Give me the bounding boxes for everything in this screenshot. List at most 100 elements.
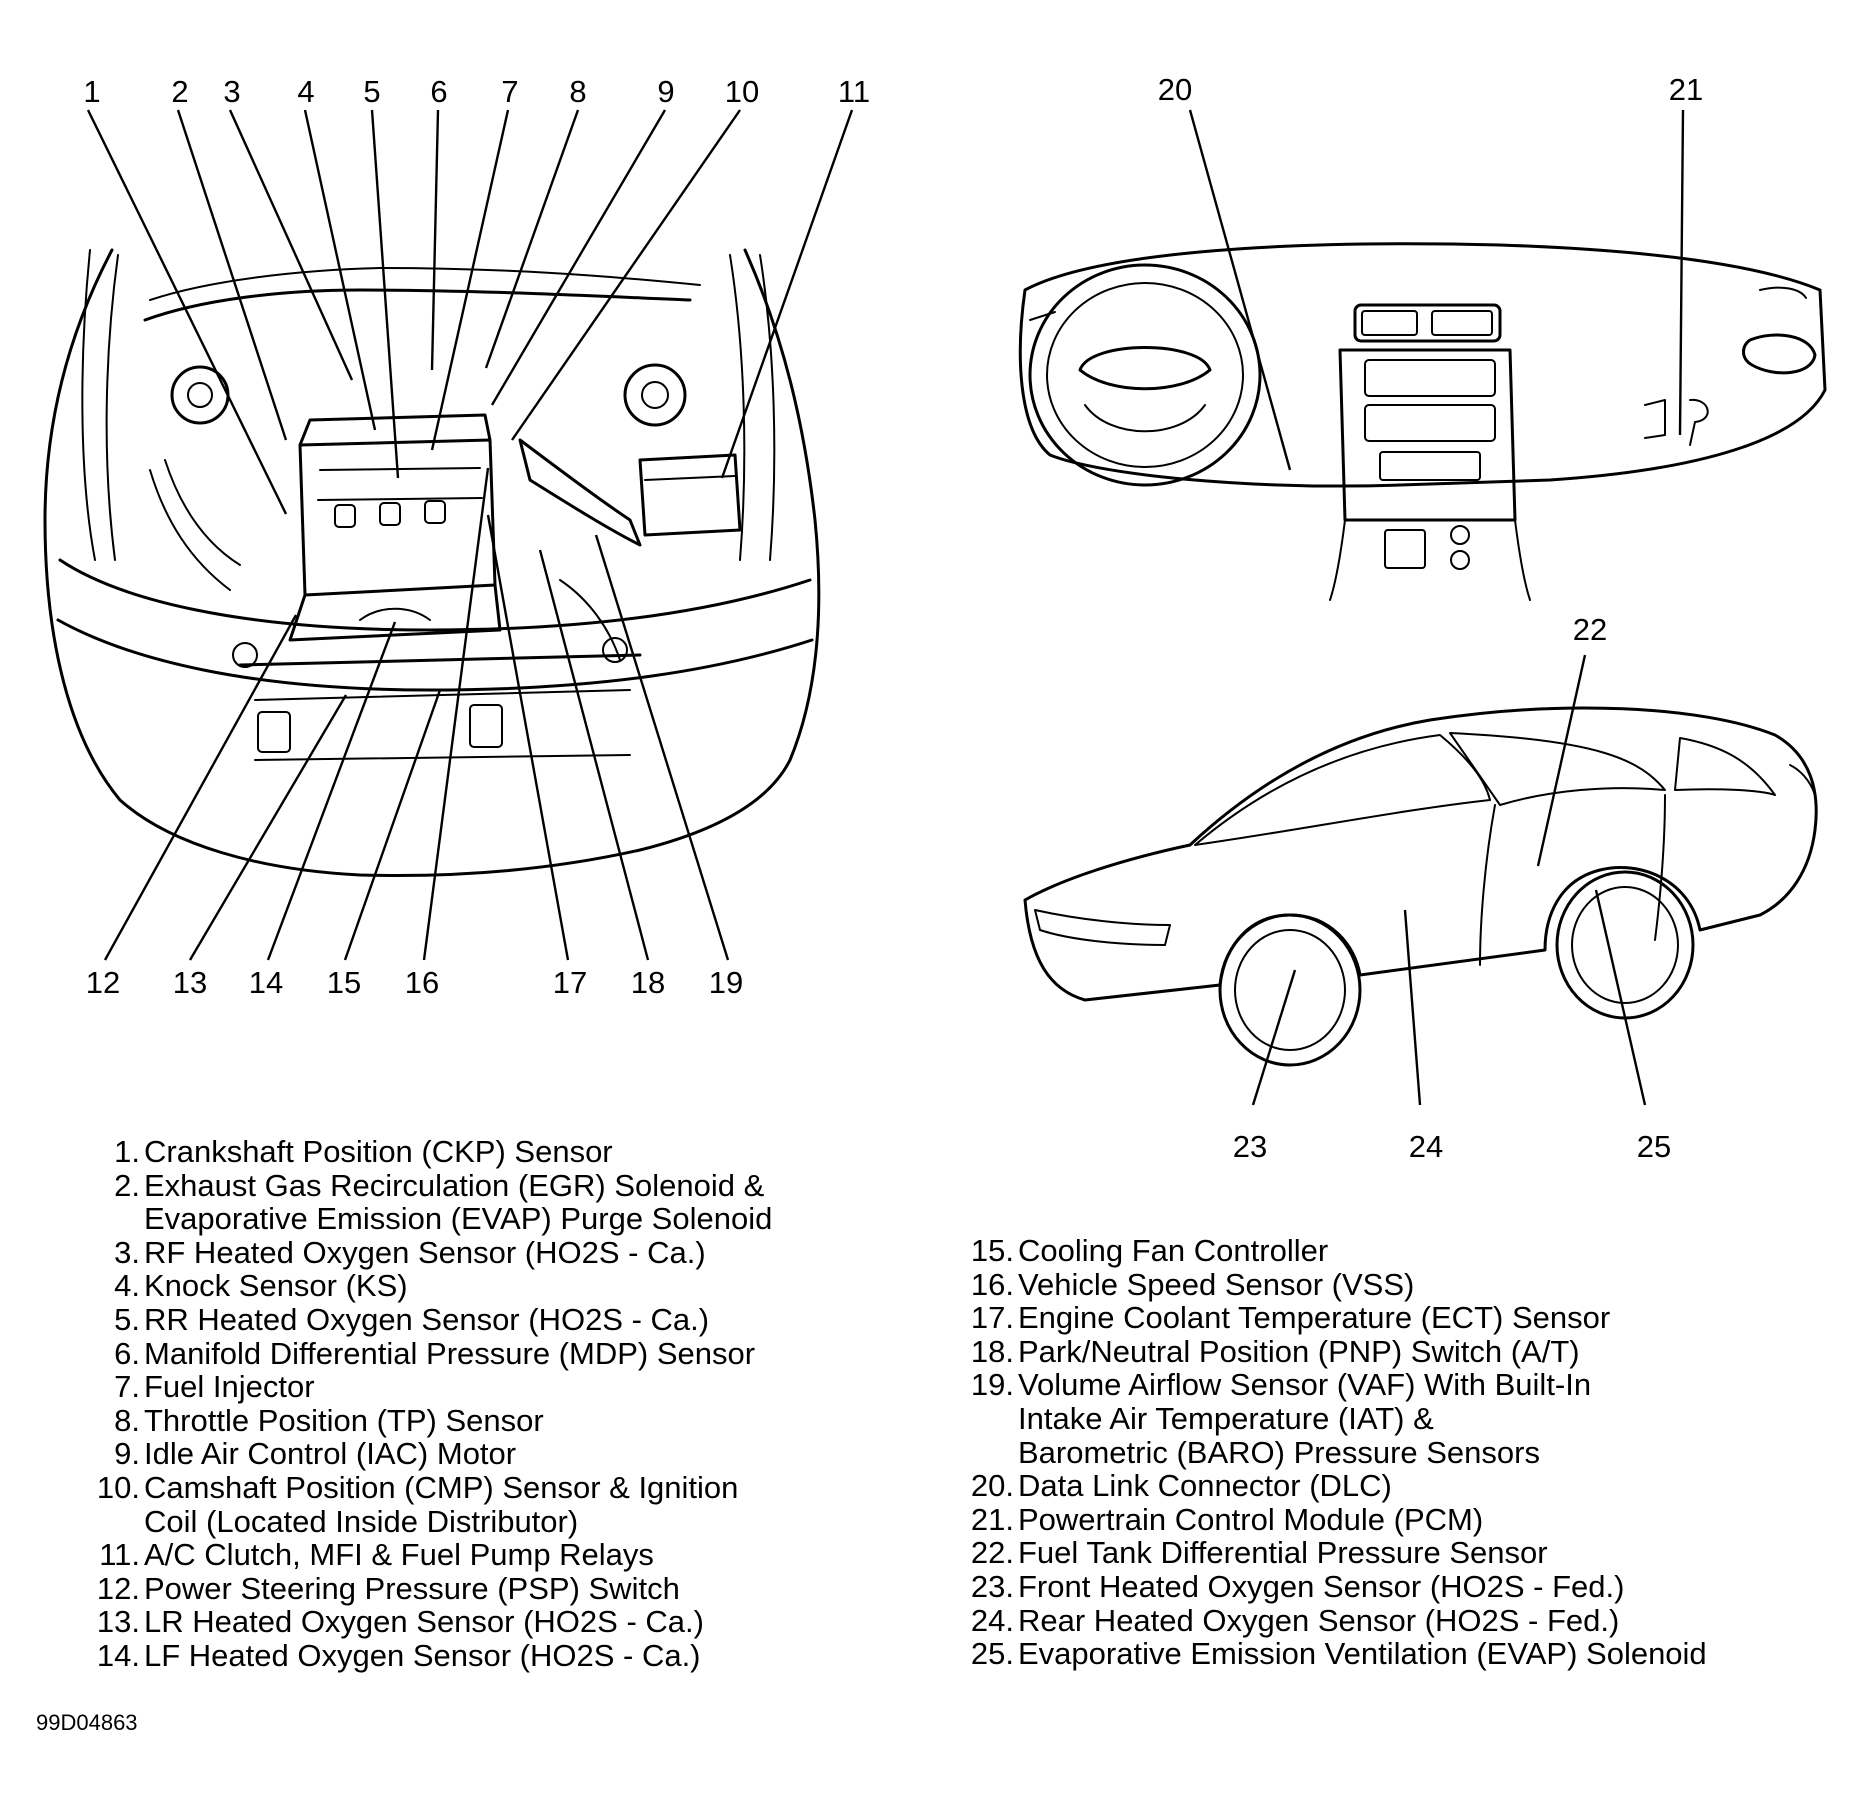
legend-item-text: Volume Airflow Sensor (VAF) With Built-I…	[1018, 1367, 1592, 1403]
callout-23: 23	[1233, 1129, 1267, 1164]
legend-item-number: 13.	[96, 1604, 140, 1640]
callout-15: 15	[327, 965, 361, 1000]
callout-6: 6	[430, 74, 447, 109]
legend-item-text: Park/Neutral Position (PNP) Switch (A/T)	[1018, 1333, 1580, 1369]
callout-13: 13	[173, 965, 207, 1000]
callout-18: 18	[631, 965, 665, 1000]
legend-item: Intake Air Temperature (IAT) &	[960, 1402, 1707, 1436]
legend-item-text: Manifold Differential Pressure (MDP) Sen…	[144, 1335, 756, 1371]
legend-item: 19.Volume Airflow Sensor (VAF) With Buil…	[960, 1368, 1707, 1402]
callout-20: 20	[1158, 72, 1192, 107]
legend-item: Evaporative Emission (EVAP) Purge Soleno…	[86, 1202, 772, 1236]
legend-item-number: 25.	[970, 1636, 1014, 1672]
legend-item-number	[960, 1436, 1018, 1470]
dashboard-illustration	[1018, 242, 1827, 601]
legend-item-number: 16.	[970, 1266, 1014, 1302]
legend-item-number: 19.	[970, 1367, 1014, 1403]
callout-10: 10	[725, 74, 759, 109]
callout-24: 24	[1409, 1129, 1443, 1164]
legend-item-text: Idle Air Control (IAC) Motor	[144, 1436, 517, 1472]
legend-item: 24.Rear Heated Oxygen Sensor (HO2S - Fed…	[960, 1602, 1707, 1638]
callout-2: 2	[171, 74, 188, 109]
vehicle-side-illustration	[1023, 706, 1818, 1067]
legend-item-number: 2.	[114, 1167, 140, 1203]
legend-item-text: Rear Heated Oxygen Sensor (HO2S - Fed.)	[1018, 1602, 1620, 1638]
legend-item-number: 6.	[114, 1335, 140, 1371]
legend-item: 23.Front Heated Oxygen Sensor (HO2S - Fe…	[960, 1570, 1707, 1604]
legend-item: 17.Engine Coolant Temperature (ECT) Sens…	[960, 1301, 1707, 1335]
legend-item: 3.RF Heated Oxygen Sensor (HO2S - Ca.)	[86, 1236, 772, 1270]
legend-item: 13.LR Heated Oxygen Sensor (HO2S - Ca.)	[86, 1605, 772, 1639]
legend-item: 6.Manifold Differential Pressure (MDP) S…	[86, 1335, 772, 1371]
legend-item: 18.Park/Neutral Position (PNP) Switch (A…	[960, 1335, 1707, 1369]
legend-item: 15.Cooling Fan Controller	[960, 1234, 1707, 1268]
legend-item-number: 9.	[114, 1436, 140, 1472]
callout-7: 7	[501, 74, 518, 109]
legend-item: Barometric (BARO) Pressure Sensors	[960, 1434, 1707, 1470]
legend-item: Coil (Located Inside Distributor)	[86, 1503, 772, 1539]
engine-compartment-illustration	[43, 248, 821, 878]
legend-item-text: LR Heated Oxygen Sensor (HO2S - Ca.)	[144, 1604, 704, 1640]
legend-item-number: 14.	[96, 1637, 140, 1673]
legend-item-number	[86, 1202, 144, 1236]
legend-item: 25.Evaporative Emission Ventilation (EVA…	[960, 1637, 1707, 1671]
legend-item-text: Power Steering Pressure (PSP) Switch	[144, 1570, 680, 1606]
legend-item-number: 23.	[970, 1568, 1014, 1604]
legend-item-number: 24.	[970, 1602, 1014, 1638]
legend-item-number: 21.	[970, 1501, 1014, 1537]
legend-item-number: 18.	[970, 1333, 1014, 1369]
callout-22: 22	[1573, 612, 1607, 647]
callout-9: 9	[657, 74, 674, 109]
legend-item-text: Crankshaft Position (CKP) Sensor	[144, 1134, 613, 1169]
legend-item-text: Vehicle Speed Sensor (VSS)	[1018, 1266, 1415, 1302]
legend-item-number: 20.	[970, 1468, 1014, 1504]
legend-item-text: Intake Air Temperature (IAT) &	[1018, 1400, 1434, 1436]
callout-3: 3	[223, 74, 240, 109]
figure-code: 99D04863	[36, 1710, 138, 1735]
legend-item-text: Coil (Located Inside Distributor)	[144, 1503, 579, 1539]
callout-numbers: 1 2 3 4 5 6 7 8 9 10 11 12 13 14 15 16 1…	[83, 72, 1703, 1164]
legend-item-text: A/C Clutch, MFI & Fuel Pump Relays	[144, 1537, 654, 1573]
legend-item: 1.Crankshaft Position (CKP) Sensor	[86, 1135, 772, 1169]
legend-item-number: 3.	[114, 1234, 140, 1270]
leader-lines	[86, 109, 1685, 1106]
legend-item: 22.Fuel Tank Differential Pressure Senso…	[960, 1536, 1707, 1570]
legend-item-text: Barometric (BARO) Pressure Sensors	[1018, 1434, 1540, 1470]
legend-item: 9.Idle Air Control (IAC) Motor	[86, 1437, 772, 1471]
legend-item-text: LF Heated Oxygen Sensor (HO2S - Ca.)	[144, 1637, 701, 1673]
callout-17: 17	[553, 965, 587, 1000]
legend-item-text: RF Heated Oxygen Sensor (HO2S - Ca.)	[144, 1234, 706, 1270]
legend-item: 14.LF Heated Oxygen Sensor (HO2S - Ca.)	[86, 1639, 772, 1673]
callout-1: 1	[83, 74, 100, 109]
legend-item-text: Engine Coolant Temperature (ECT) Sensor	[1018, 1300, 1611, 1336]
legend-item-text: Powertrain Control Module (PCM)	[1018, 1501, 1484, 1537]
legend-item-text: Throttle Position (TP) Sensor	[144, 1402, 544, 1438]
legend-item: 8.Throttle Position (TP) Sensor	[86, 1404, 772, 1438]
legend-item-number: 1.	[114, 1134, 140, 1169]
legend-item-text: Evaporative Emission (EVAP) Purge Soleno…	[144, 1201, 773, 1237]
callout-25: 25	[1637, 1129, 1671, 1164]
legend-item: 12.Power Steering Pressure (PSP) Switch	[86, 1572, 772, 1606]
legend-item-text: Data Link Connector (DLC)	[1018, 1468, 1392, 1504]
callout-8: 8	[569, 74, 586, 109]
callout-11: 11	[838, 74, 870, 109]
legend-item-number: 11.	[99, 1537, 140, 1573]
callout-12: 12	[86, 965, 120, 1000]
legend-item-text: Evaporative Emission Ventilation (EVAP) …	[1018, 1636, 1707, 1672]
legend-item: 11.A/C Clutch, MFI & Fuel Pump Relays	[86, 1538, 772, 1572]
legend-item-number: 12.	[96, 1570, 140, 1606]
callout-21: 21	[1669, 72, 1703, 107]
legend-item-number: 22.	[970, 1535, 1014, 1571]
legend-item-number: 4.	[114, 1268, 140, 1304]
legend-item-text: Front Heated Oxygen Sensor (HO2S - Fed.)	[1018, 1568, 1625, 1604]
legend-item-text: Fuel Injector	[144, 1369, 315, 1405]
legend-item: 10.Camshaft Position (CMP) Sensor & Igni…	[86, 1471, 772, 1505]
legend-item-text: Exhaust Gas Recirculation (EGR) Solenoid…	[144, 1167, 765, 1203]
callout-14: 14	[249, 965, 283, 1000]
legend-item-text: Fuel Tank Differential Pressure Sensor	[1018, 1535, 1548, 1571]
legend-item-number: 10.	[96, 1469, 140, 1505]
legend-item-text: RR Heated Oxygen Sensor (HO2S - Ca.)	[144, 1301, 710, 1337]
